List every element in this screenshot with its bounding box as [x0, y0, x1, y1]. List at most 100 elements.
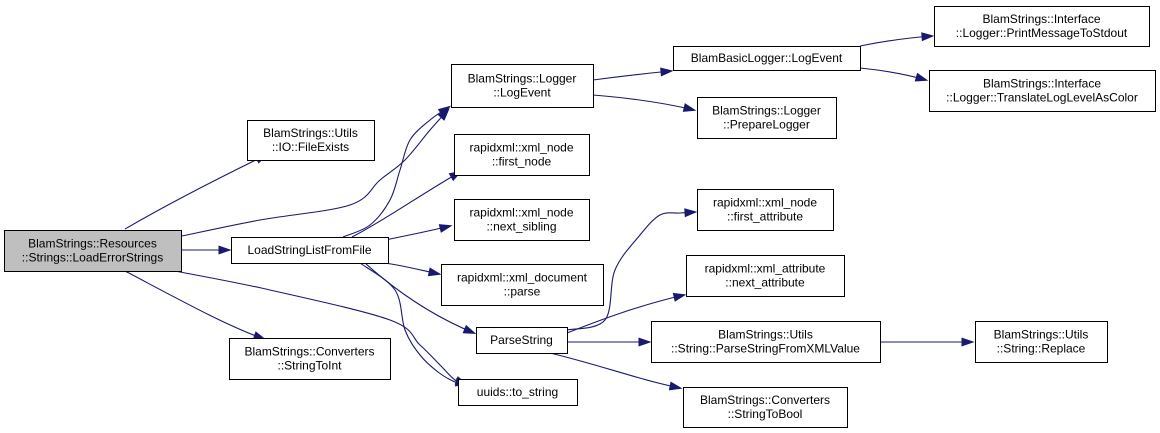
edge-logger_logevent-to-preparelogger — [592, 94, 697, 112]
node-next_attribute[interactable]: rapidxml::xml_attribute::next_attribute — [686, 255, 845, 297]
edge-line — [566, 294, 685, 334]
arrowhead — [672, 292, 687, 302]
nodes-layer: BlamStrings::Resources::Strings::LoadErr… — [4, 6, 1156, 428]
node-stringtoint[interactable]: BlamStrings::Converters::StringToInt — [229, 338, 391, 380]
arrowhead — [427, 267, 442, 277]
edge-root-to-stringtoint — [124, 270, 267, 340]
node-box — [673, 46, 861, 71]
arrowhead — [437, 105, 452, 117]
edge-line — [592, 70, 672, 81]
node-label-line: ::next_attribute — [725, 276, 805, 290]
node-label-line: BlamStrings::Interface — [983, 77, 1101, 91]
node-box — [247, 120, 375, 161]
node-basiclogger[interactable]: BlamBasicLogger::LogEvent — [673, 46, 861, 71]
edge-loadstringlist-to-logger_logevent — [342, 105, 452, 238]
node-label-line: rapidxml::xml_attribute — [705, 262, 826, 276]
arrowhead — [668, 381, 683, 391]
node-label-line: BlamStrings::Converters — [700, 393, 830, 407]
arrowhead — [438, 224, 453, 233]
node-logger_logevent[interactable]: BlamStrings::Logger::LogEvent — [451, 64, 594, 108]
node-label-line: ::String::Replace — [997, 342, 1086, 356]
node-label-line: ::LogEvent — [493, 86, 551, 100]
node-root[interactable]: BlamStrings::Resources::Strings::LoadErr… — [4, 230, 182, 272]
node-label-line: BlamStrings::Resources — [28, 237, 157, 251]
node-label-line: BlamStrings::Logger — [712, 104, 821, 118]
edge-parsestring-to-parsefromxml — [566, 337, 652, 347]
node-label-line: ::Logger::PrintMessageToStdout — [956, 26, 1128, 40]
node-label-line: rapidxml::xml_node — [469, 206, 573, 220]
edge-line — [124, 270, 265, 340]
node-label-line: BlamStrings::Logger — [468, 72, 577, 86]
edge-parsestring-to-stringtobool — [549, 352, 683, 391]
node-label-line: ::parse — [504, 285, 541, 299]
node-box — [651, 321, 881, 363]
edge-loadstringlist-to-next_sibling — [384, 224, 453, 241]
node-preparelogger[interactable]: BlamStrings::Logger::PrepareLogger — [697, 97, 837, 139]
node-box — [476, 327, 568, 354]
node-loadstringlist[interactable]: LoadStringListFromFile — [231, 237, 389, 264]
node-doc_parse[interactable]: rapidxml::xml_document::parse — [441, 264, 604, 306]
node-label-line: rapidxml::xml_node — [713, 196, 817, 210]
edge-root-to-loadstringlist — [181, 245, 232, 255]
node-label-line: ::IO::FileExists — [272, 140, 349, 154]
arrowhead — [462, 324, 477, 334]
node-label-line: ::first_attribute — [727, 210, 803, 224]
arrowhead — [218, 245, 232, 255]
node-label-line: rapidxml::xml_document — [457, 271, 588, 285]
node-label-line: BlamStrings::Utils — [718, 328, 813, 342]
arrowhead — [914, 72, 929, 82]
node-first_attribute[interactable]: rapidxml::xml_node::first_attribute — [697, 189, 834, 231]
node-box — [229, 338, 391, 380]
arrowhead — [961, 337, 975, 347]
node-label-line: ::Logger::TranslateLogLevelAsColor — [946, 91, 1138, 105]
arrowhead — [682, 103, 697, 112]
edge-line — [592, 94, 695, 111]
edge-line — [342, 106, 450, 238]
node-box — [934, 6, 1150, 47]
node-box — [697, 97, 837, 139]
edge-loadstringlist-to-doc_parse — [384, 262, 442, 277]
edge-loadstringlist-to-parsestring — [364, 262, 477, 334]
node-label-line: ::first_node — [492, 155, 552, 169]
arrowhead — [684, 208, 698, 218]
node-fileexists[interactable]: BlamStrings::Utils::IO::FileExists — [247, 120, 375, 161]
node-label-line: ::Strings::LoadErrorStrings — [22, 251, 163, 265]
node-label-line: ::StringToInt — [277, 359, 342, 373]
node-parsestring[interactable]: ParseString — [476, 327, 568, 354]
node-label-line: ::StringToBool — [728, 407, 803, 421]
edge-root-to-fileexists — [124, 153, 269, 230]
node-label-line: ::next_sibling — [486, 220, 556, 234]
arrowhead — [638, 337, 652, 347]
node-label-line: BlamStrings::Converters — [244, 345, 374, 359]
edge-parsestring-to-next_attribute — [566, 292, 687, 334]
edge-line — [859, 35, 933, 47]
node-replace[interactable]: BlamStrings::Utils::String::Replace — [975, 321, 1108, 363]
node-label-line: BlamStrings::Utils — [263, 126, 358, 140]
node-label-line: BlamStrings::Interface — [982, 12, 1100, 26]
node-next_sibling[interactable]: rapidxml::xml_node::next_sibling — [454, 199, 590, 241]
node-label-line: uuids::to_string — [477, 385, 558, 399]
node-parsefromxml[interactable]: BlamStrings::Utils::String::ParseStringF… — [651, 321, 881, 363]
edge-line — [174, 270, 467, 385]
node-box — [451, 64, 594, 108]
edge-basiclogger-to-printmsg — [859, 32, 935, 47]
node-first_node[interactable]: rapidxml::xml_node::first_node — [454, 134, 590, 176]
arrowhead — [921, 32, 935, 42]
edge-parsestring-to-first_attribute — [566, 208, 698, 331]
node-label-line: ParseString — [490, 333, 553, 347]
node-printmsg[interactable]: BlamStrings::Interface::Logger::PrintMes… — [934, 6, 1150, 47]
edge-line — [549, 352, 681, 389]
node-translatelevel[interactable]: BlamStrings::Interface::Logger::Translat… — [929, 70, 1156, 112]
edge-line — [359, 262, 467, 385]
node-box — [231, 237, 389, 264]
node-box — [683, 387, 848, 428]
node-to_string[interactable]: uuids::to_string — [458, 379, 578, 406]
node-box — [458, 379, 578, 406]
node-box — [686, 255, 845, 297]
node-label-line: LoadStringListFromFile — [247, 243, 371, 257]
node-stringtobool[interactable]: BlamStrings::Converters::StringToBool — [683, 387, 848, 428]
edge-basiclogger-to-translatelevel — [859, 67, 929, 82]
node-label-line: ::PrepareLogger — [723, 118, 810, 132]
node-box — [697, 189, 834, 231]
